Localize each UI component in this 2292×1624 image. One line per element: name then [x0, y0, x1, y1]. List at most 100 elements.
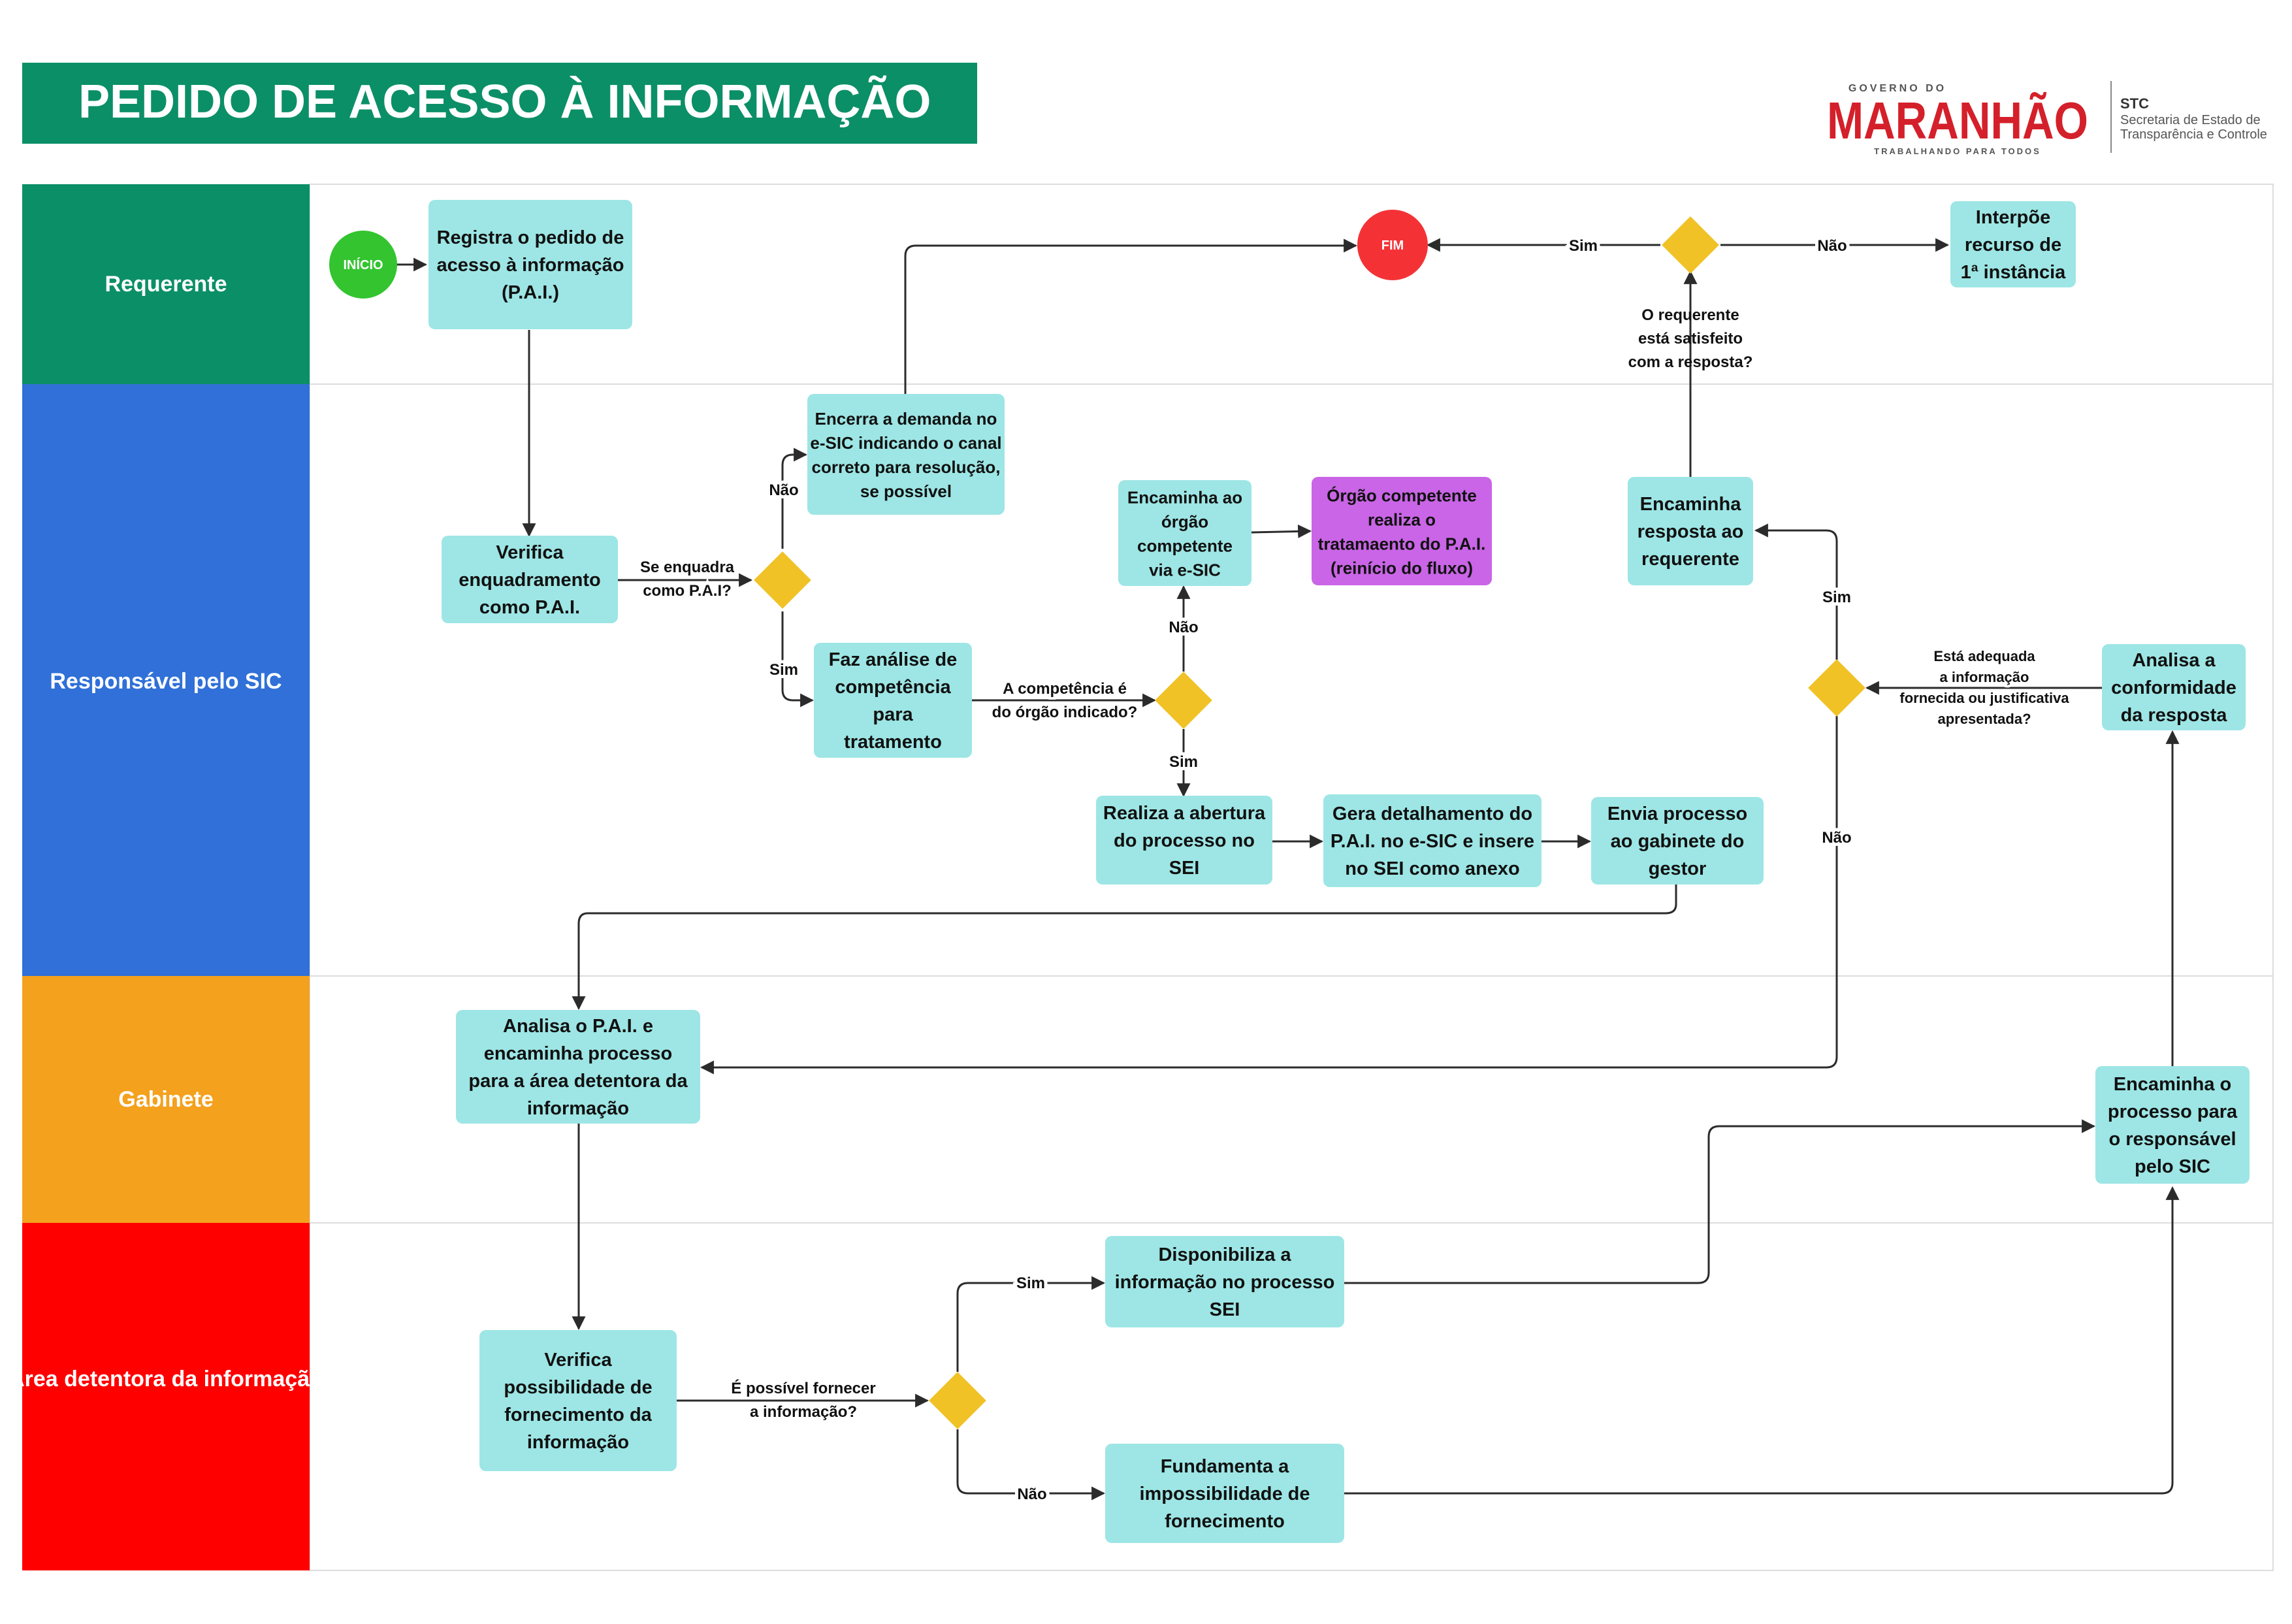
label-possivel-sim: Sim [1016, 1275, 1045, 1292]
label-adequada-sim: Sim [1822, 589, 1851, 606]
org-name-line-2: Transparência e Controle [2120, 127, 2267, 142]
edge-adequada-sim [1754, 523, 1838, 660]
lane-header-gabinete [22, 976, 310, 1223]
box-analisa-conformidade-shape [2102, 644, 2246, 730]
label-enquadra-nao: Não [769, 481, 798, 499]
box-gabinete-shape [456, 1010, 700, 1124]
box-fundamenta-shape [1105, 1444, 1344, 1543]
box-registra-shape [428, 200, 632, 329]
box-analise-shape [814, 643, 972, 758]
org-name-line-1: Secretaria de Estado de [2120, 113, 2261, 127]
edge-enquadra-nao [781, 447, 808, 549]
label-satisfeito-sim: Sim [1569, 237, 1598, 255]
box-verifica-shape [442, 536, 618, 623]
lane-area-sic [309, 383, 2274, 977]
edge-envia-gabinete [572, 885, 1677, 1011]
box-orgao-competente-shape [1312, 477, 1492, 585]
end-circle [1357, 210, 1428, 280]
box-verifica-possibilidade-shape [479, 1330, 677, 1471]
box-gera-shape [1323, 794, 1541, 887]
logo-bottom-text: TRABALHANDO PARA TODOS [1874, 146, 2041, 156]
box-encaminha-resposta-shape [1628, 477, 1753, 585]
swimlanes: Requerente Responsável pelo SIC Gabinete… [8, 184, 2274, 1571]
box-realiza-shape [1096, 796, 1272, 885]
box-envia-shape [1591, 797, 1764, 885]
lane-header-sic [22, 384, 310, 976]
edge-encerra-fim [904, 238, 1358, 394]
logo-top-text: GOVERNO DO [1848, 83, 1946, 94]
label-possivel-nao: Não [1017, 1486, 1046, 1503]
edges [395, 238, 2180, 1501]
lane-header-detentora [22, 1223, 310, 1570]
decision-competencia-diamond[interactable] [1155, 672, 1212, 729]
decision-possivel-diamond[interactable] [929, 1372, 986, 1429]
edge-disponibiliza-encaminha [1344, 1119, 2096, 1284]
label-satisfeito-nao: Não [1817, 237, 1847, 255]
box-encaminha-sic-shape [2095, 1066, 2250, 1184]
lane-label-detentora: Área detentora da informação [8, 1367, 323, 1391]
logo-main-text: MARANHÃO [1827, 91, 2088, 150]
edge-encaminha-orgao [1251, 524, 1312, 538]
box-encerra-shape [807, 394, 1005, 515]
lane-label-gabinete: Gabinete [118, 1087, 213, 1112]
end-node[interactable]: FIM [1357, 210, 1428, 280]
page-title: PEDIDO DE ACESSO À INFORMAÇÃO [78, 75, 931, 128]
lane-label-requerente: Requerente [105, 272, 227, 297]
start-circle [329, 231, 397, 299]
lane-header-requerente [22, 184, 310, 384]
edge-enquadra-sim [781, 611, 815, 707]
lane-label-sic: Responsável pelo SIC [50, 669, 282, 694]
start-node[interactable]: INÍCIO [329, 231, 397, 299]
box-encaminha-orgao-shape [1118, 480, 1251, 586]
label-enquadra-sim: Sim [769, 661, 798, 679]
org-abbreviation: STC [2120, 95, 2149, 112]
edge-adequada-nao [700, 716, 1838, 1075]
lane-area-requerente [309, 184, 2274, 385]
decision-enquadra-diamond[interactable] [754, 551, 811, 609]
box-interpoe-shape [1950, 201, 2076, 287]
label-competencia-sim: Sim [1169, 753, 1198, 771]
